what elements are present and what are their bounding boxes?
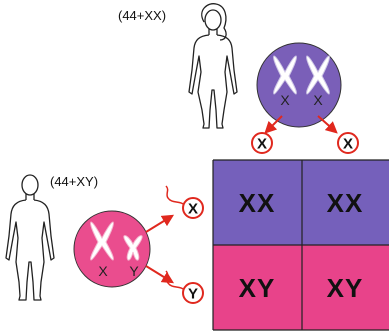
sperm-x-tail-icon <box>165 185 187 207</box>
punnett-cell-text-1: XX <box>239 188 276 218</box>
male-gamete-1 <box>182 197 204 219</box>
punnett-cell-text-4: XY <box>327 273 364 303</box>
male-y-chromosome-icon <box>123 235 143 261</box>
sperm-y-tail-icon <box>165 270 187 292</box>
male-chromosome-label-1: X <box>98 263 108 279</box>
male-gamete-2 <box>182 282 204 304</box>
male-karyotype-label: (44+XY) <box>50 174 98 189</box>
female-gamete-1 <box>251 132 273 154</box>
punnett-cell-daughter-2 <box>302 160 389 245</box>
male-figure-icon <box>5 174 55 301</box>
male-x-chromosome-icon <box>90 221 114 261</box>
punnett-grid-lines <box>212 159 389 331</box>
female-gamete-2 <box>337 132 359 154</box>
female-arrow-left <box>264 115 283 134</box>
female-cell <box>256 42 342 128</box>
female-gamete-2-label: X <box>343 136 353 153</box>
female-karyotype-label: (44+XX) <box>118 8 166 23</box>
punnett-cell-son-1 <box>213 245 302 330</box>
female-chromosome-label-1: X <box>280 92 290 108</box>
punnett-cell-text-3: XY <box>239 273 276 303</box>
female-gamete-1-label: X <box>257 136 267 153</box>
punnett-cell-daughter-1 <box>213 160 302 245</box>
female-arrow-right <box>317 115 338 134</box>
female-chromosome-label-2: X <box>313 92 323 108</box>
punnett-square: XX XX XY XY <box>212 159 389 331</box>
male-chromosome-label-2: Y <box>129 263 139 279</box>
male-gamete-2-label: Y <box>188 286 198 303</box>
female-figure-icon <box>188 3 238 129</box>
male-arrow-upper <box>145 214 175 233</box>
female-x-chromosome-icon <box>273 55 330 95</box>
male-gamete-1-label: X <box>188 201 198 218</box>
punnett-cell-text-2: XX <box>327 188 364 218</box>
punnett-cell-son-2 <box>302 245 389 330</box>
